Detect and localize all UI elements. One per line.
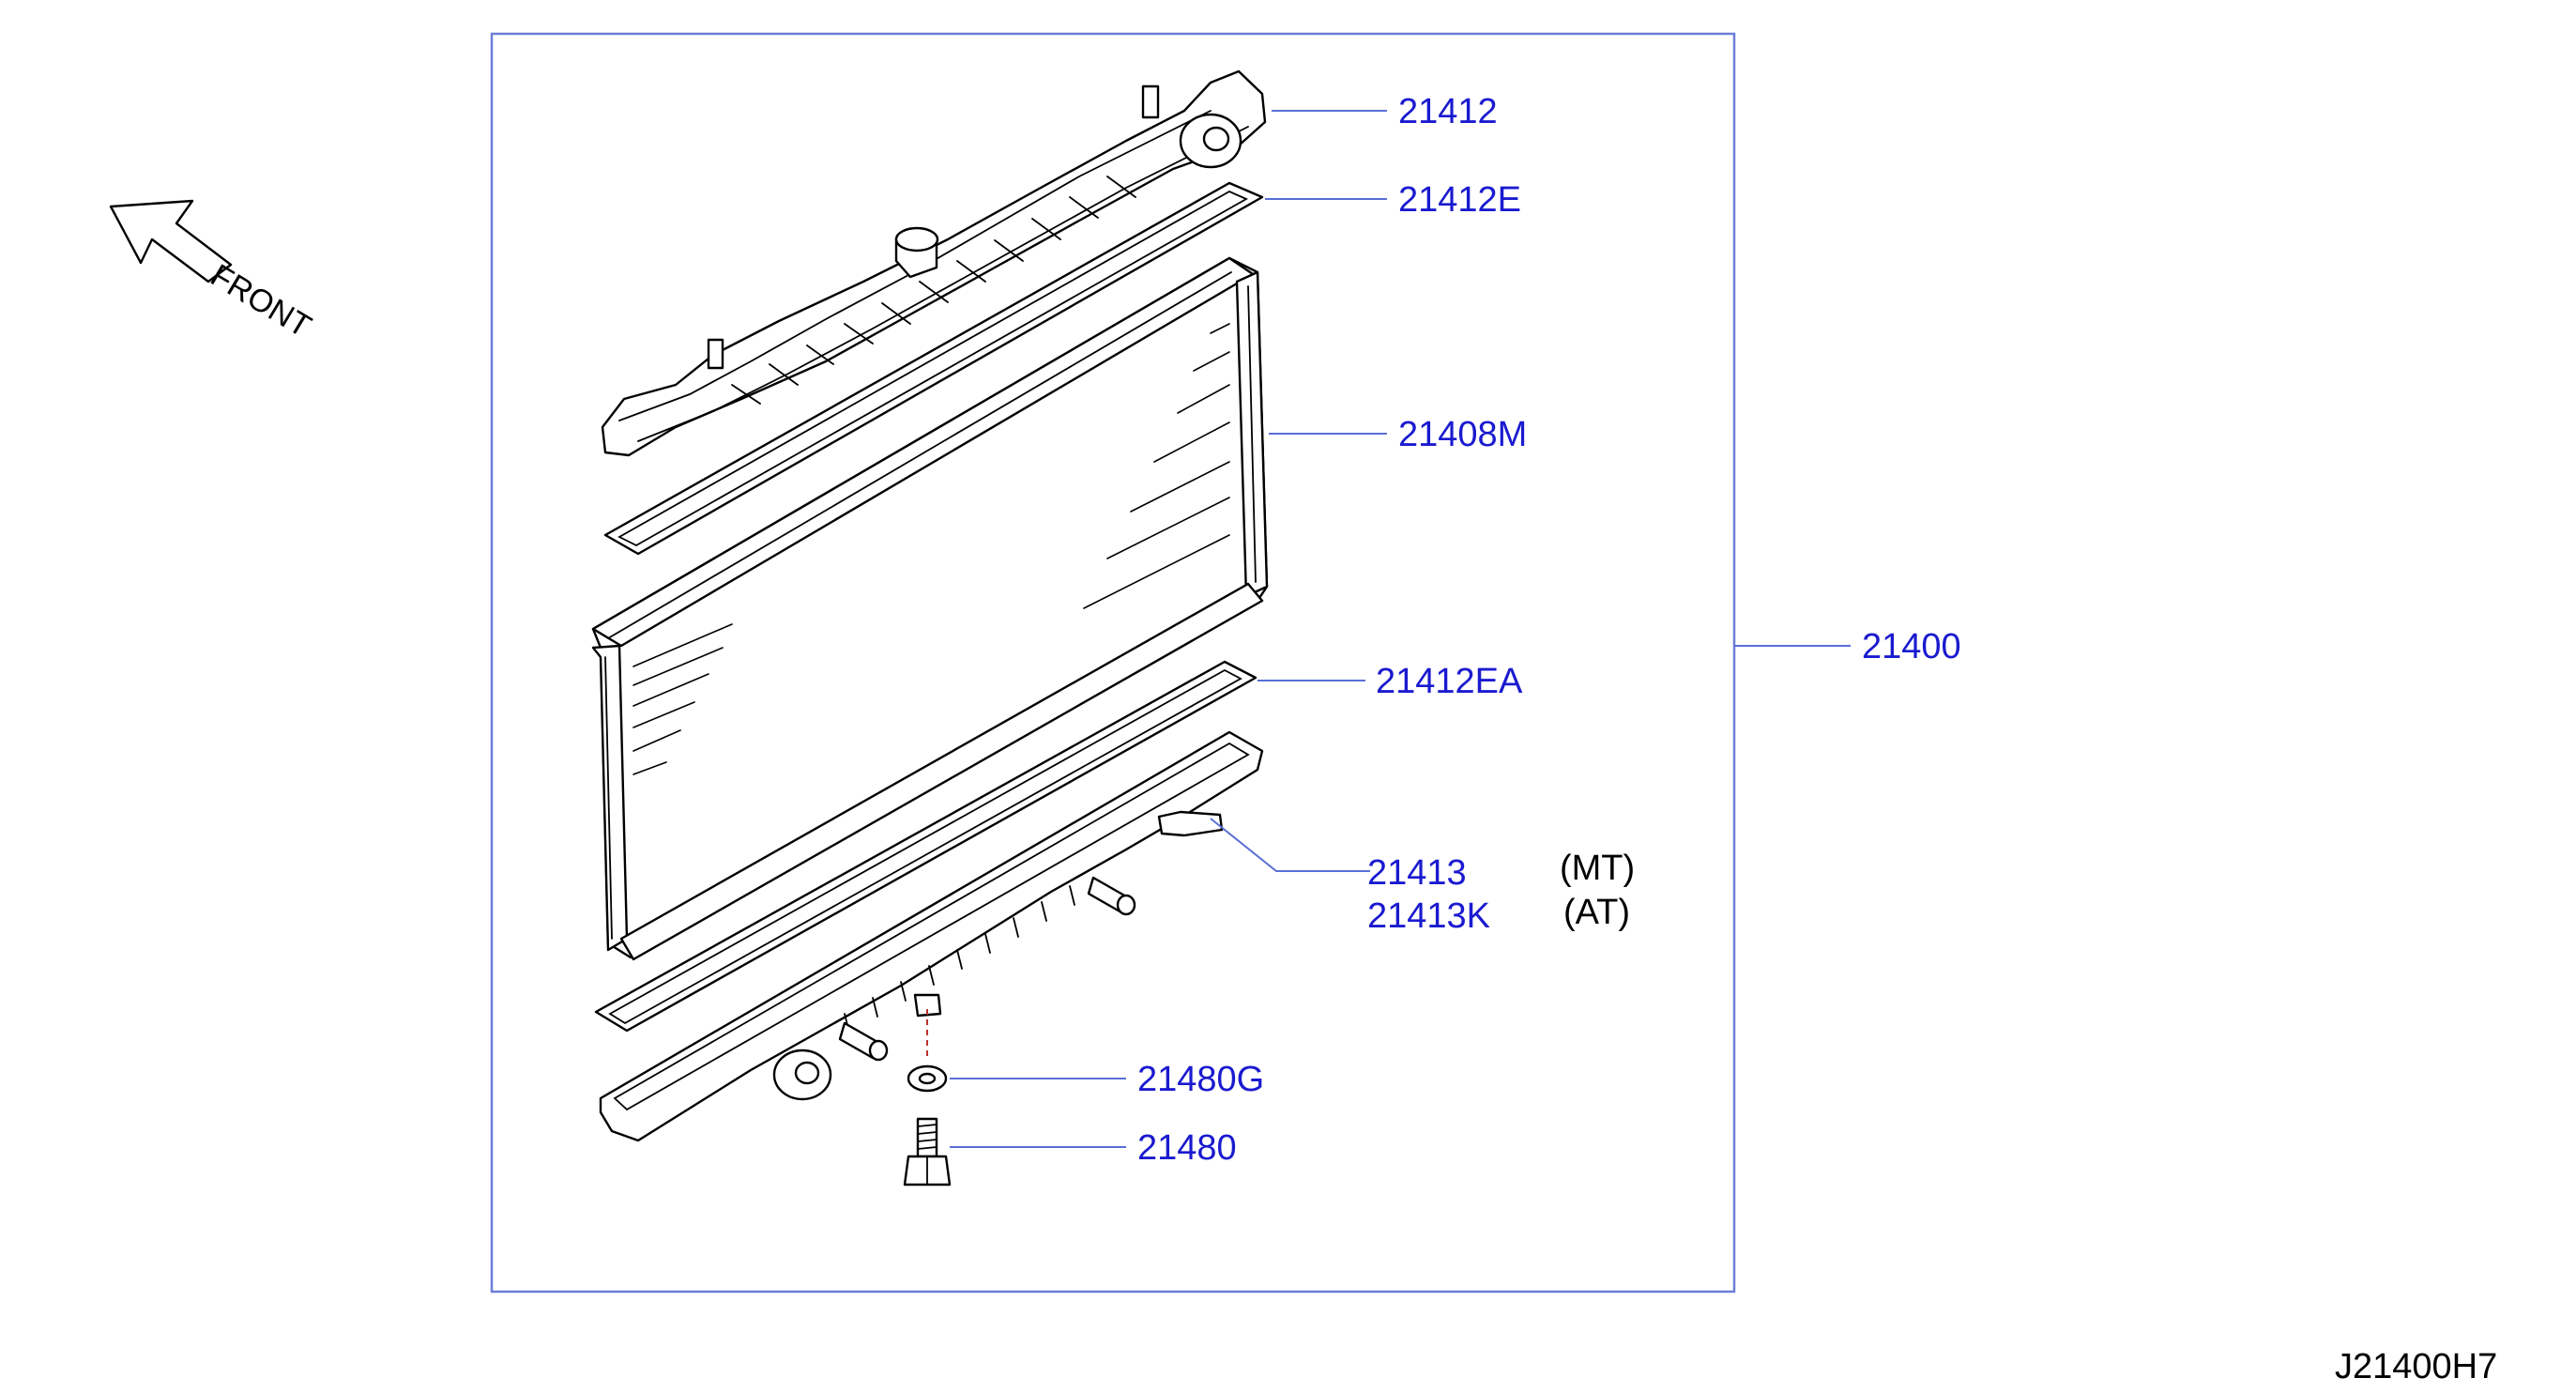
front-arrow-icon bbox=[109, 199, 233, 283]
radiator-core bbox=[591, 256, 1269, 961]
part-21408M: 21408M bbox=[1398, 415, 1527, 454]
leader-lower-tank bbox=[1210, 818, 1370, 872]
lower-gasket bbox=[594, 660, 1258, 1033]
part-21412E: 21412E bbox=[1398, 180, 1521, 220]
upper-tank bbox=[601, 69, 1267, 457]
lower-tank bbox=[599, 730, 1264, 1142]
part-21480: 21480 bbox=[1137, 1128, 1237, 1168]
note-mt: (MT) bbox=[1560, 849, 1635, 888]
part-21400: 21400 bbox=[1862, 627, 1961, 666]
part-21412EA: 21412EA bbox=[1376, 662, 1523, 701]
note-at: (AT) bbox=[1563, 893, 1630, 932]
diagram-code: J21400H7 bbox=[2335, 1347, 2497, 1386]
drain-plug bbox=[903, 1117, 952, 1186]
part-21413K: 21413K bbox=[1367, 896, 1490, 936]
assembly-frame bbox=[490, 32, 1736, 1294]
front-label: FRONT bbox=[205, 257, 317, 344]
part-21413: 21413 bbox=[1367, 853, 1467, 893]
upper-gasket bbox=[603, 181, 1264, 556]
part-21412: 21412 bbox=[1398, 92, 1498, 131]
part-21480G: 21480G bbox=[1137, 1060, 1264, 1099]
drain-washer bbox=[907, 1064, 948, 1093]
